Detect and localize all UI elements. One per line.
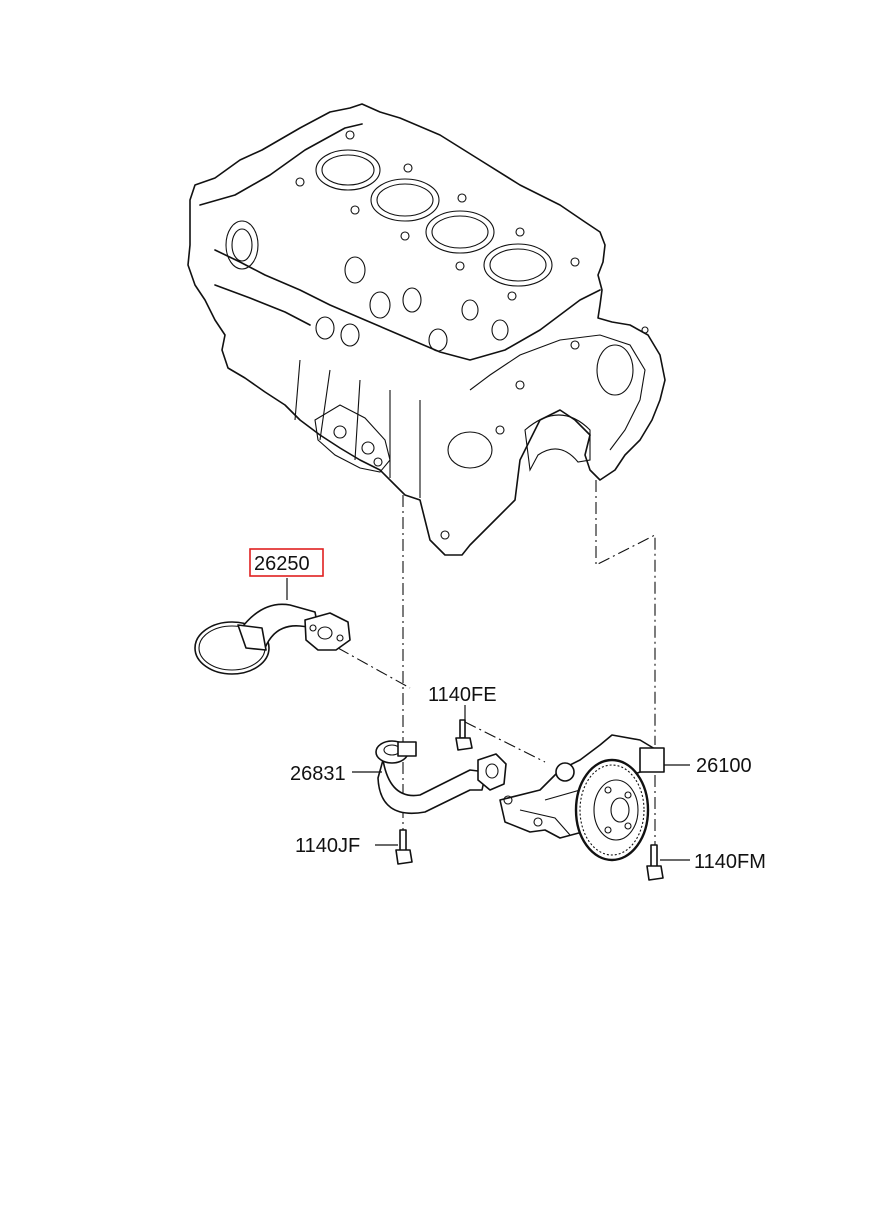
engine-block-drawing <box>187 103 666 556</box>
part-number-26831[interactable]: 26831 <box>290 763 346 785</box>
part-number-26100[interactable]: 26100 <box>696 755 752 777</box>
part-number-26250: 26250 <box>254 553 310 575</box>
oil-pipe-drawing[interactable] <box>375 740 507 814</box>
part-number-1140jf[interactable]: 1140JF <box>295 835 360 857</box>
bolt-1140jf-drawing[interactable] <box>395 829 413 865</box>
oil-pump-drawing[interactable] <box>499 734 665 862</box>
bolt-1140fe-drawing[interactable] <box>455 719 473 751</box>
bolt-1140fm-drawing[interactable] <box>646 844 664 881</box>
part-number-1140fm[interactable]: 1140FM <box>694 851 766 873</box>
callout-26250[interactable]: 26250 <box>249 548 324 577</box>
leader-lines <box>286 578 690 861</box>
highlight-box <box>249 548 324 577</box>
oil-strainer-drawing[interactable] <box>194 603 351 675</box>
part-number-1140fe[interactable]: 1140FE <box>428 684 497 706</box>
pump-sprocket-drawing <box>574 758 650 862</box>
